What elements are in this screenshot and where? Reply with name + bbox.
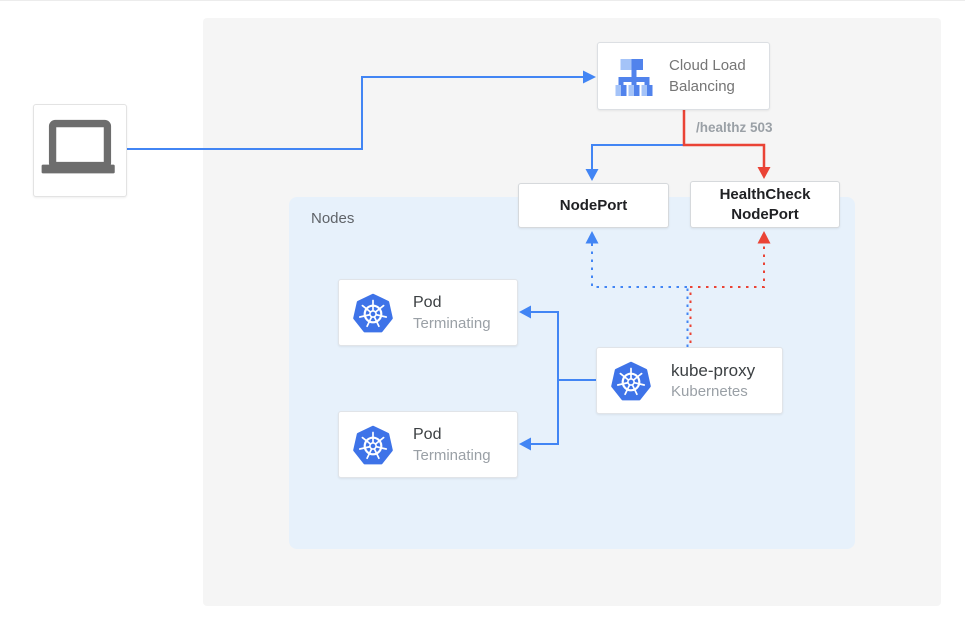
kubernetes-icon bbox=[611, 361, 651, 401]
cloud-load-balancing-label: Cloud Load Balancing bbox=[669, 57, 746, 95]
healthz-503-label: /healthz 503 bbox=[696, 120, 773, 135]
healthcheck-nodeport-label-line2: NodePort bbox=[731, 205, 799, 223]
pod-card-2: Pod Terminating bbox=[338, 411, 518, 478]
nodeport-card: NodePort bbox=[518, 183, 669, 228]
pod-status: Terminating bbox=[413, 314, 491, 332]
healthcheck-nodeport-label-line1: HealthCheck bbox=[719, 185, 811, 203]
nodes-label: Nodes bbox=[311, 210, 355, 227]
kube-proxy-title: kube-proxy bbox=[671, 360, 756, 380]
client-to-lb-connector bbox=[127, 70, 596, 150]
kubernetes-icon bbox=[353, 425, 393, 465]
pod-title: Pod bbox=[413, 293, 442, 311]
laptop-icon bbox=[37, 108, 123, 193]
kubeproxy-to-healthcheck-dotted-connector bbox=[689, 231, 771, 347]
kubeproxy-to-nodeport-dotted-connector bbox=[585, 231, 689, 347]
pod-card-1: Pod Terminating bbox=[338, 279, 518, 346]
healthcheck-nodeport-card: HealthCheck NodePort bbox=[690, 181, 840, 228]
lb-to-nodeport-connector bbox=[585, 144, 684, 181]
kube-proxy-card: kube-proxy Kubernetes bbox=[596, 347, 783, 414]
cloud-load-balancing-icon bbox=[612, 56, 656, 96]
client-laptop-card bbox=[33, 104, 127, 197]
cloud-load-balancing-card: Cloud Load Balancing bbox=[597, 42, 770, 110]
nodeport-label: NodePort bbox=[559, 197, 628, 214]
lb-to-healthcheck-connector bbox=[682, 110, 771, 179]
kube-proxy-subtitle: Kubernetes bbox=[671, 382, 748, 400]
pod-title: Pod bbox=[413, 425, 442, 443]
kubernetes-icon bbox=[353, 293, 393, 333]
pod-status: Terminating bbox=[413, 446, 491, 464]
kubeproxy-to-pods-connector bbox=[519, 305, 596, 451]
